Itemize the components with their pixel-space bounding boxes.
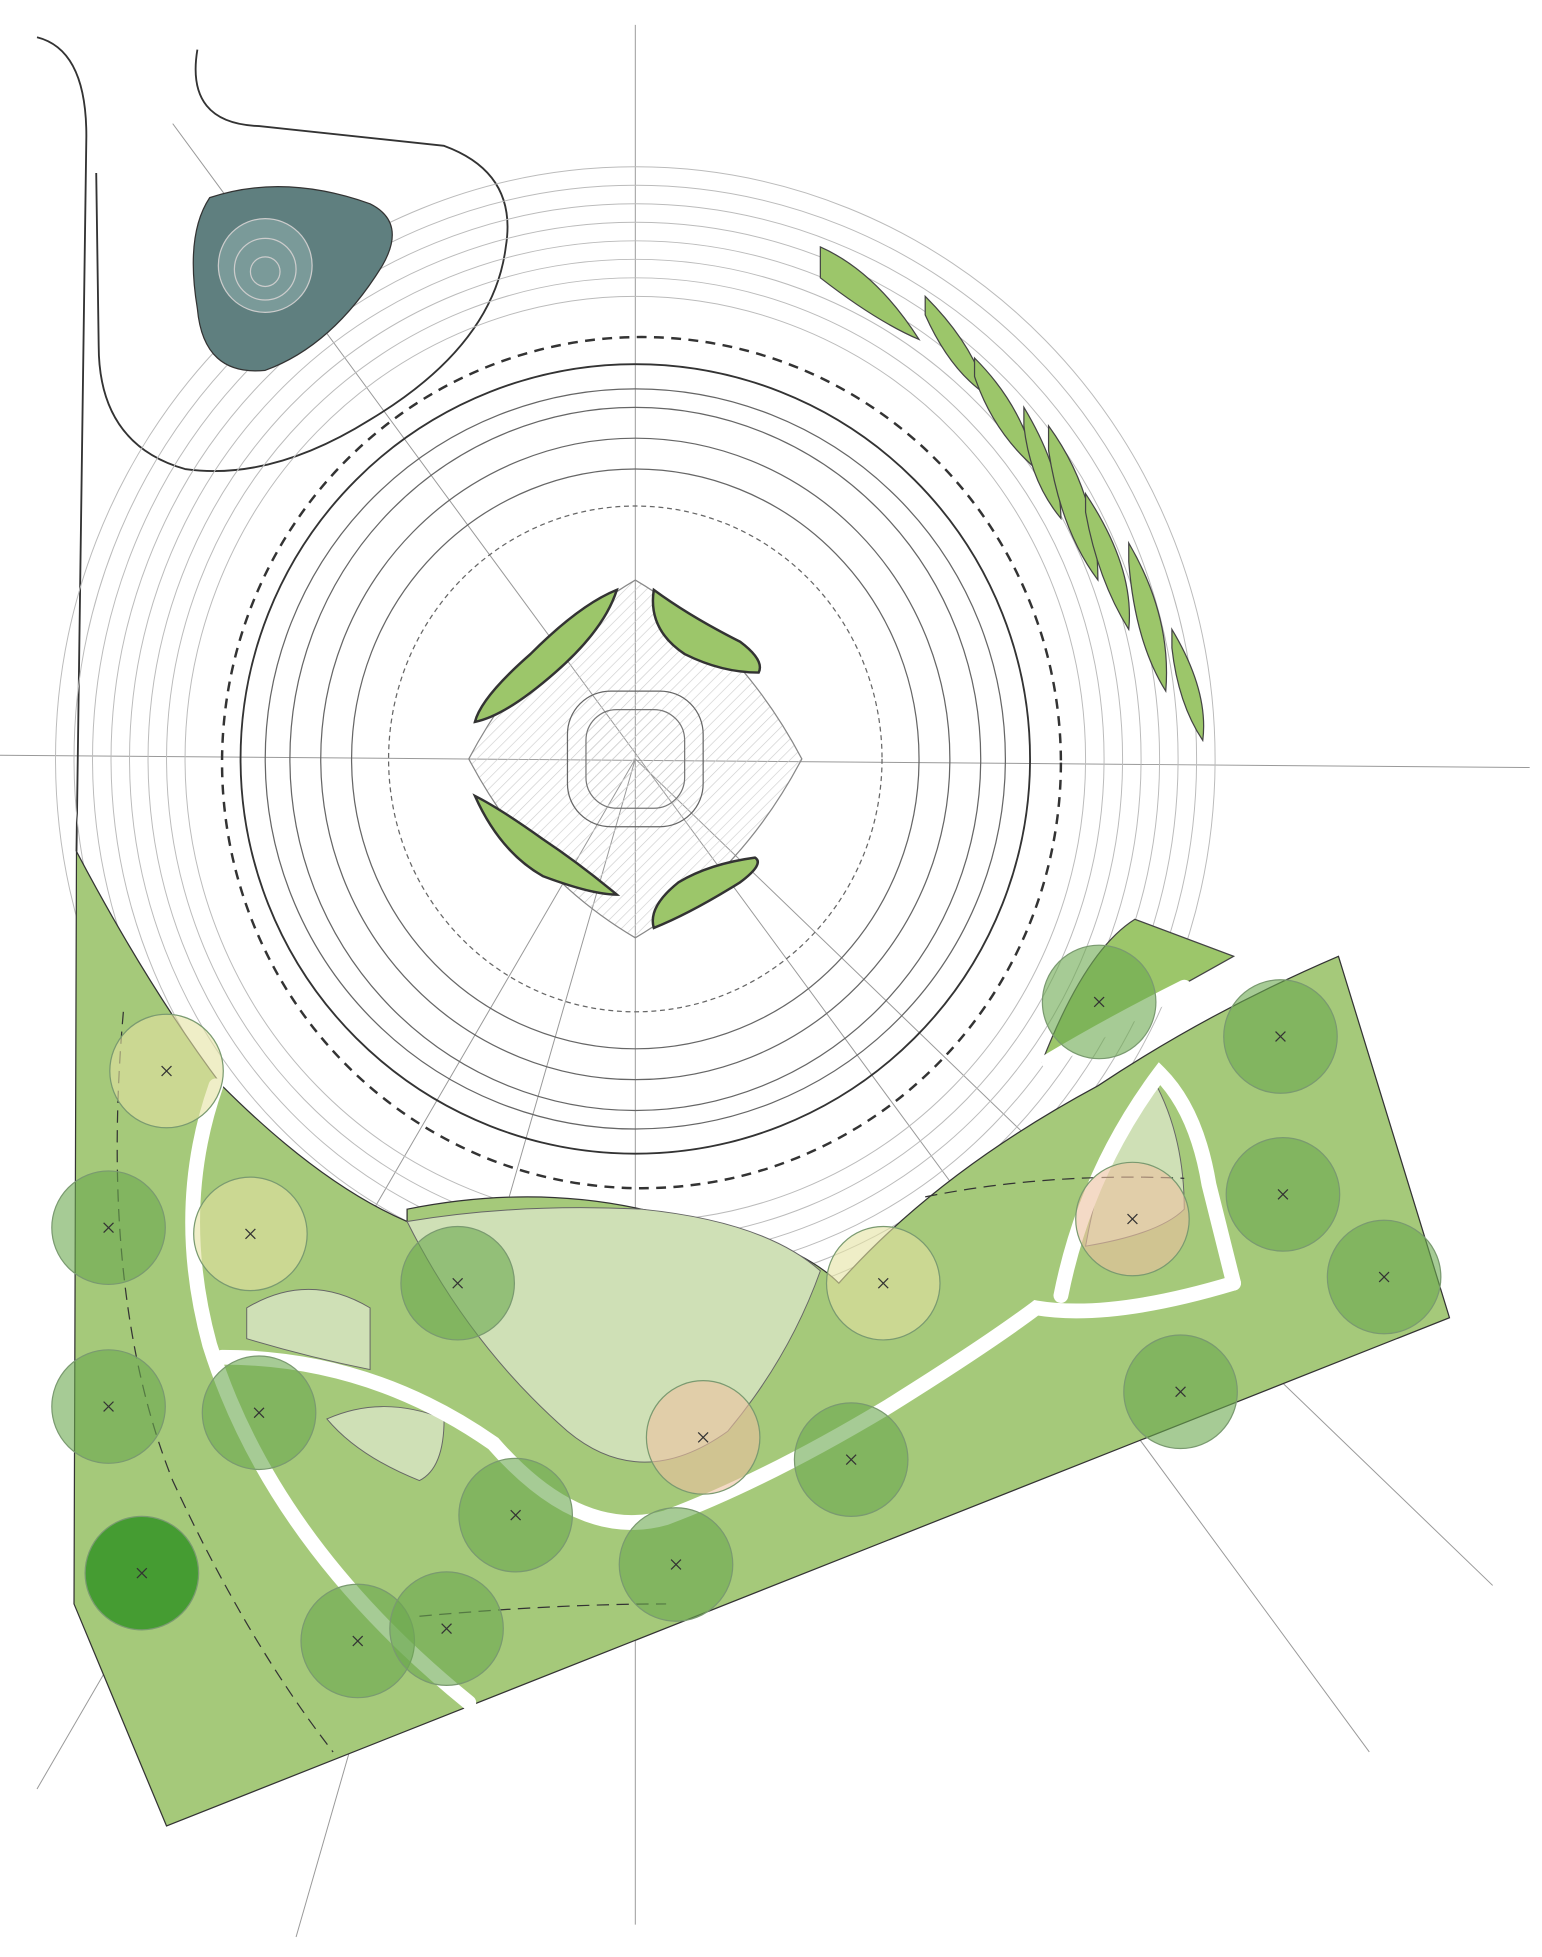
tree-center-mark	[441, 1623, 452, 1634]
tree-center-mark	[670, 1559, 682, 1570]
tree-center-mark	[1275, 1031, 1286, 1042]
tree-center-mark	[452, 1277, 464, 1289]
tree-center-mark	[845, 1454, 857, 1465]
tree-center-mark	[1127, 1213, 1138, 1225]
tree-center-mark	[245, 1228, 256, 1240]
spiral-fountain-icon	[192, 186, 393, 372]
tree-center-mark	[1093, 996, 1105, 1008]
tree-center-mark	[1175, 1386, 1186, 1398]
tree-center-mark	[697, 1432, 709, 1443]
tree-center-mark	[103, 1222, 114, 1234]
tree-center-mark	[877, 1277, 889, 1289]
tree-center-mark	[1378, 1271, 1390, 1283]
tree-center-mark	[103, 1401, 114, 1412]
tree-center-mark	[253, 1407, 265, 1419]
courtyard-beds	[472, 587, 762, 930]
tree-center-mark	[161, 1065, 172, 1077]
tree-center-mark	[510, 1509, 522, 1521]
road-edge	[36, 36, 509, 852]
trees	[51, 944, 1442, 1699]
path-dashed-ring	[220, 335, 1063, 1190]
tree-center-mark	[352, 1635, 364, 1647]
ne-planting-strips	[819, 246, 1205, 743]
tree-center-mark	[136, 1567, 148, 1579]
tree-center-mark	[1277, 1189, 1289, 1200]
